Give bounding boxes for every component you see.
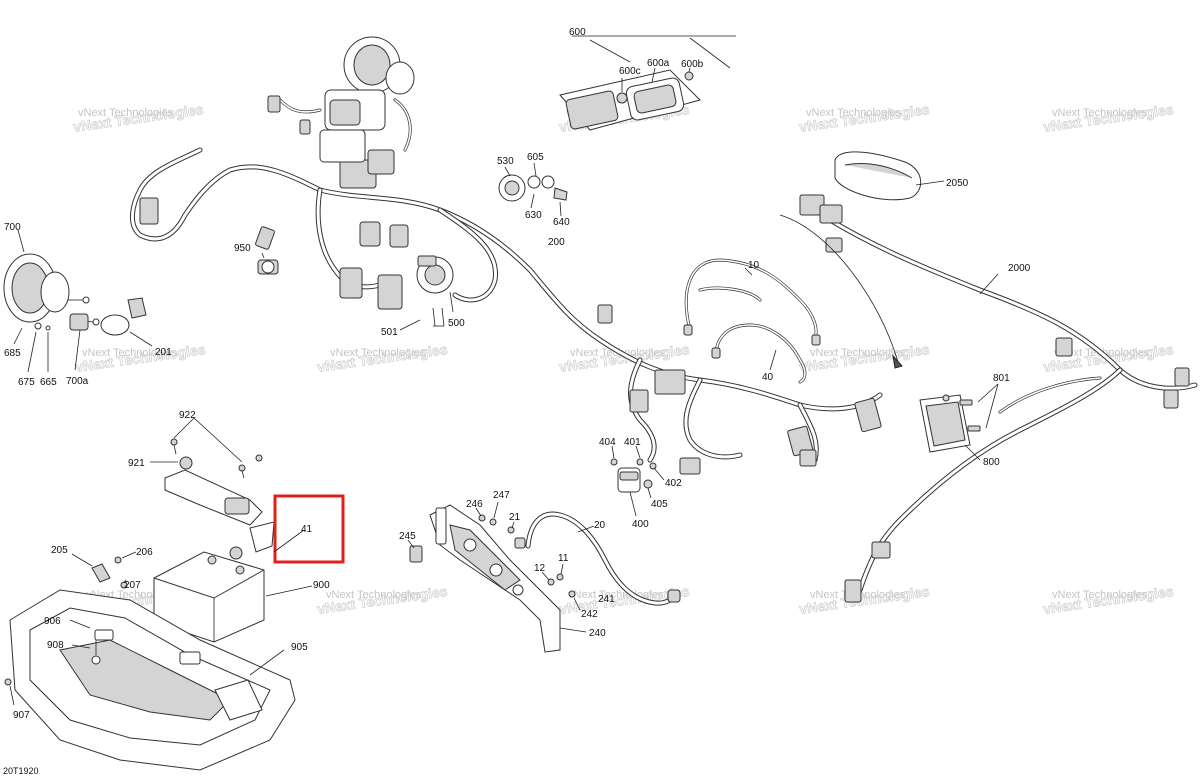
label-700a: 700a xyxy=(66,376,89,387)
watermark-text: vNext Technologies xyxy=(78,107,174,119)
watermark-text: vNext Technologies xyxy=(1042,101,1174,135)
label-640: 640 xyxy=(553,217,570,228)
label-205: 205 xyxy=(51,545,68,556)
ecm-module-600 xyxy=(559,35,736,131)
label-921: 921 xyxy=(128,458,145,469)
label-2050: 2050 xyxy=(946,178,969,189)
label-907: 907 xyxy=(13,710,30,721)
label-675: 675 xyxy=(18,377,35,388)
label-600b: 600b xyxy=(681,59,704,70)
watermark-text: vNext Technologies xyxy=(798,583,930,617)
main-harness-200 xyxy=(130,147,883,467)
watermark-text: vNext Technologies xyxy=(1052,589,1148,601)
battery-tray-905 xyxy=(4,589,296,771)
ignition-950-500 xyxy=(257,252,454,331)
label-41-highlighted: 41 xyxy=(301,524,313,535)
ground-wires-10-40 xyxy=(683,258,821,384)
rear-harness-2000 xyxy=(779,151,1198,603)
top-assembly xyxy=(267,36,415,175)
watermark-text: vNext Technologies xyxy=(810,347,906,359)
watermark-text: vNext Technologies xyxy=(316,583,448,617)
watermark-text: vNext Technologies xyxy=(806,107,902,119)
label-40: 40 xyxy=(762,372,774,383)
label-700: 700 xyxy=(4,222,21,233)
label-500: 500 xyxy=(448,318,465,329)
label-908: 908 xyxy=(47,640,64,651)
label-900: 900 xyxy=(313,580,330,591)
hardware-205-207 xyxy=(71,551,137,589)
label-800: 800 xyxy=(983,457,1000,468)
label-404: 404 xyxy=(599,437,616,448)
label-206: 206 xyxy=(136,547,153,558)
label-21: 21 xyxy=(509,512,521,523)
label-400: 400 xyxy=(632,519,649,530)
watermark-text: vNext Technologies xyxy=(1042,583,1174,617)
label-950: 950 xyxy=(234,243,251,254)
label-10: 10 xyxy=(748,260,760,271)
watermark-text: vNext Technologies xyxy=(316,341,448,375)
label-245: 245 xyxy=(399,531,416,542)
watermark-text: vNext Technologies xyxy=(72,101,204,135)
footer-code: 20T1920 xyxy=(3,766,39,776)
watermark-text: vNext Technologies xyxy=(798,101,930,135)
relay-group-400 xyxy=(610,445,701,517)
label-246: 246 xyxy=(466,499,483,510)
label-922: 922 xyxy=(179,410,196,421)
switch-group-530 xyxy=(498,162,568,217)
label-240: 240 xyxy=(589,628,606,639)
label-600c: 600c xyxy=(619,66,641,77)
label-600: 600 xyxy=(569,27,586,38)
label-241: 241 xyxy=(598,594,615,605)
label-905: 905 xyxy=(291,642,308,653)
watermark-text: vNext Technologies xyxy=(798,341,930,375)
watermark-text: vNext Technologies xyxy=(326,589,422,601)
label-242: 242 xyxy=(581,609,598,620)
label-530: 530 xyxy=(497,156,514,167)
watermark-text: vNext Technologies xyxy=(1052,107,1148,119)
label-401: 401 xyxy=(624,437,641,448)
battery-bracket-922 xyxy=(150,417,275,560)
label-605: 605 xyxy=(527,152,544,163)
label-665: 665 xyxy=(40,377,57,388)
label-906: 906 xyxy=(44,616,61,627)
watermark-group: vNext Technologies vNext Technologies vN… xyxy=(72,100,1175,617)
watermark-text: vNext Technologies xyxy=(74,341,206,375)
watermark-text: vNext Technologies xyxy=(330,347,426,359)
headlight-700 xyxy=(3,229,153,373)
label-600a: 600a xyxy=(647,58,670,69)
label-402: 402 xyxy=(665,478,682,489)
label-247: 247 xyxy=(493,490,510,501)
label-501: 501 xyxy=(381,327,398,338)
label-207: 207 xyxy=(124,580,141,591)
label-405: 405 xyxy=(651,499,668,510)
callout-labels: 600 600a 600b 600c 530 605 630 640 2050 … xyxy=(3,27,1031,776)
label-2000: 2000 xyxy=(1008,263,1031,274)
highlight-box xyxy=(273,494,345,564)
watermark-text: vNext Technologies xyxy=(82,347,178,359)
label-630: 630 xyxy=(525,210,542,221)
label-685: 685 xyxy=(4,348,21,359)
label-12: 12 xyxy=(534,563,546,574)
label-801: 801 xyxy=(993,373,1010,384)
bracket-240 xyxy=(407,501,681,653)
label-11: 11 xyxy=(558,553,569,564)
label-200: 200 xyxy=(548,237,565,248)
module-800 xyxy=(919,376,1102,461)
label-201: 201 xyxy=(155,347,172,358)
label-20: 20 xyxy=(594,520,606,531)
